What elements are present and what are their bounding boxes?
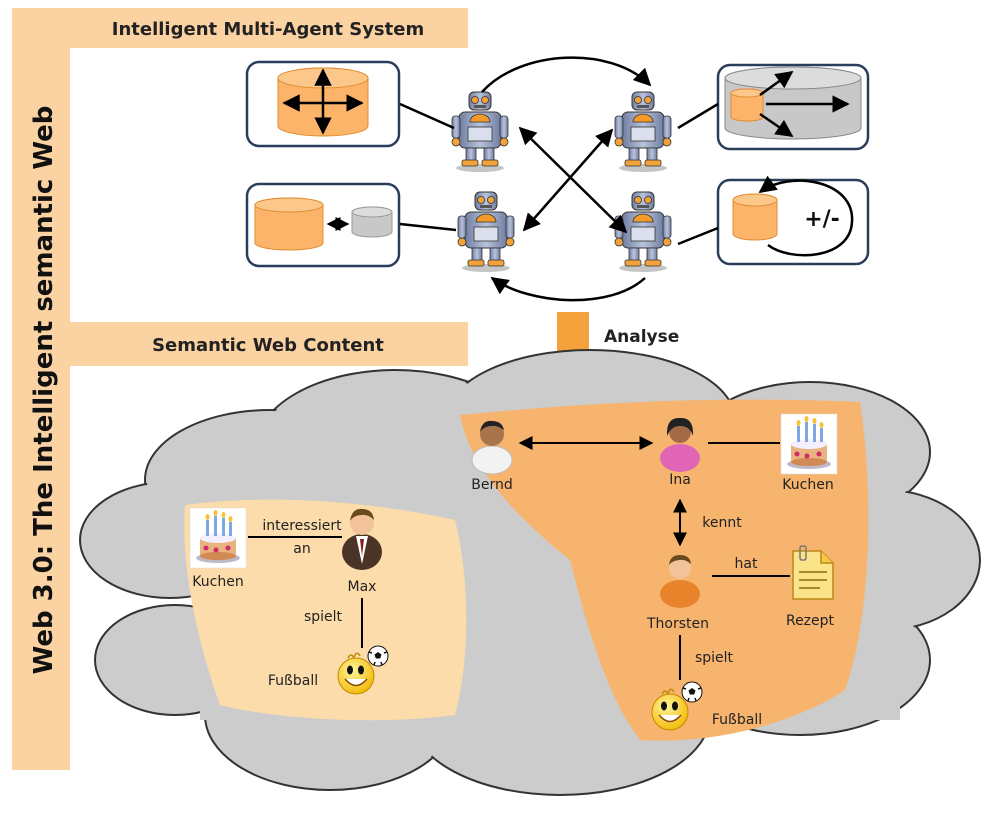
plus-minus-label: +/- — [804, 207, 840, 232]
content-title: Semantic Web Content — [152, 335, 384, 356]
label-max: Max — [348, 579, 377, 595]
cake-icon-right — [780, 413, 838, 475]
robot-agent-1 — [451, 91, 509, 173]
label-bernd: Bernd — [471, 477, 513, 493]
label-spielt-right: spielt — [695, 650, 734, 666]
label-rezept: Rezept — [786, 613, 835, 629]
label-spielt-left: spielt — [304, 609, 343, 625]
link-panel2-robot3 — [399, 222, 457, 232]
robot-agent-2 — [614, 91, 672, 173]
left-content-region — [184, 499, 467, 721]
mas-title-band — [70, 8, 468, 48]
arrow-robot1-robot2 — [481, 56, 652, 93]
label-an: an — [293, 541, 310, 557]
panel-extract-data — [716, 63, 870, 151]
arrow-robot4-robot3 — [490, 276, 646, 302]
label-fussball-right: Fußball — [712, 712, 762, 728]
agent-system: +/- — [245, 56, 870, 302]
panel-update-data: +/- — [716, 175, 870, 266]
arrow-robot2-robot3 — [522, 128, 614, 232]
label-ina: Ina — [669, 472, 691, 488]
robot-agent-4 — [614, 191, 672, 273]
panel-sync-data — [245, 182, 401, 268]
mas-title: Intelligent Multi-Agent System — [112, 19, 424, 40]
recipe-document-icon — [792, 545, 834, 600]
label-interessiert: interessiert — [262, 518, 342, 534]
label-fussball-left: Fußball — [268, 673, 318, 689]
robot-agent-3 — [457, 191, 515, 273]
label-hat: hat — [735, 556, 758, 572]
label-kuchen-left: Kuchen — [192, 574, 243, 590]
link-panel3-robot2 — [677, 102, 719, 130]
left-graph: Kuchen interessiert an Max spielt Fußbal… — [189, 507, 389, 695]
panel-scalable-data — [245, 60, 401, 148]
cake-icon-left — [189, 507, 247, 569]
content-title-band — [70, 322, 468, 366]
side-title: Web 3.0: The Intelligent semantic Web — [29, 106, 59, 675]
link-panel4-robot4 — [677, 226, 719, 246]
side-band — [12, 8, 70, 770]
right-graph: Bernd Ina Kuchen kennt Thorsten hat Reze… — [471, 413, 838, 731]
right-content-region — [460, 399, 869, 741]
link-panel1-robot1 — [399, 102, 455, 130]
analyse-label: Analyse — [604, 327, 679, 347]
label-thorsten: Thorsten — [646, 616, 709, 632]
label-kennt: kennt — [702, 515, 742, 531]
label-kuchen-right: Kuchen — [782, 477, 833, 493]
